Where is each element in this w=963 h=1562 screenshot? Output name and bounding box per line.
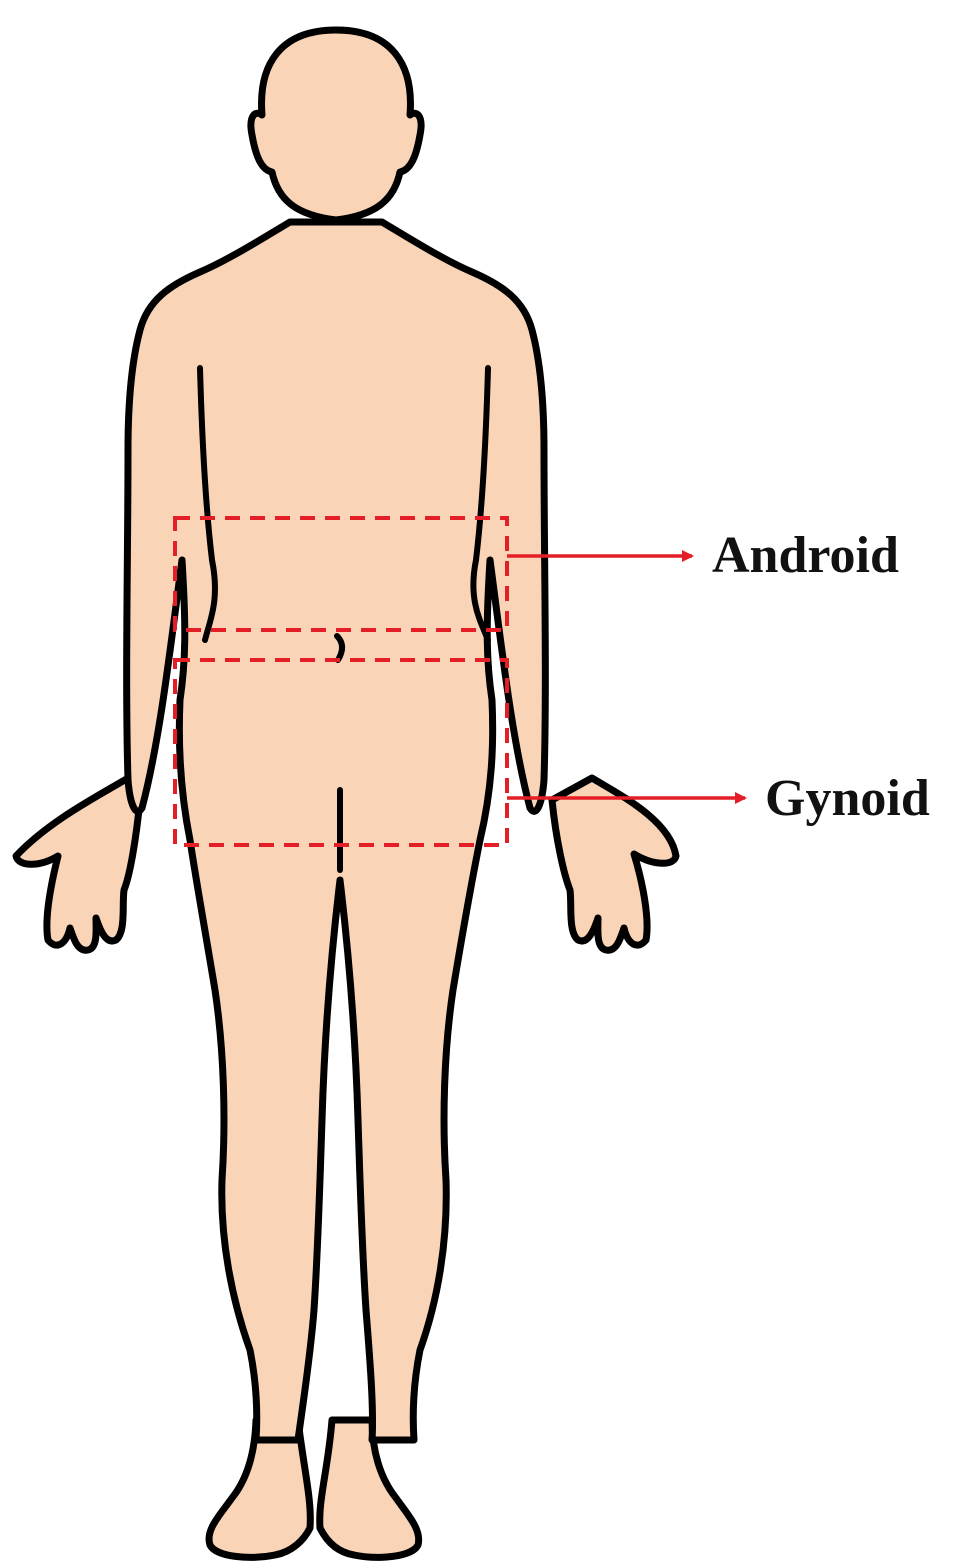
right-hand xyxy=(552,778,676,950)
head xyxy=(251,30,421,220)
left-hand xyxy=(16,778,140,950)
android-label: Android xyxy=(712,530,899,582)
human-figure xyxy=(16,30,676,1557)
gynoid-label: Gynoid xyxy=(765,773,930,825)
body-outline xyxy=(127,222,546,1440)
